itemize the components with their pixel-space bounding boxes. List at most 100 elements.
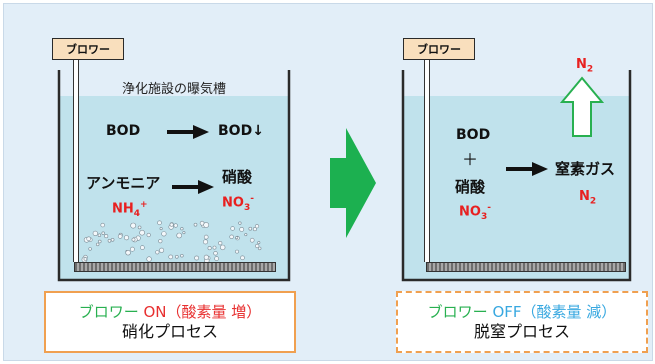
air-bubble	[157, 220, 162, 226]
air-bubble	[110, 237, 115, 242]
air-bubble	[161, 231, 167, 237]
right-no3-formula: NO3-	[459, 204, 491, 222]
left-nh4-sub: 4	[133, 208, 141, 219]
left-tank-walls	[57, 70, 291, 282]
air-bubble	[180, 227, 184, 231]
air-bubble	[125, 249, 131, 256]
left-caption-blower: ブロワー	[78, 302, 139, 321]
air-bubble	[146, 256, 152, 262]
air-bubble	[255, 243, 260, 249]
air-bubble	[218, 241, 223, 246]
air-bubble	[117, 234, 123, 239]
right-caption-blower: ブロワー	[427, 302, 488, 321]
left-caption-note: （酸素量 増）	[166, 302, 262, 321]
air-bubble	[213, 251, 218, 256]
air-bubble	[159, 247, 165, 253]
air-bubble	[193, 222, 198, 227]
left-diffuser-plate	[74, 262, 276, 272]
left-no3-base: NO	[222, 195, 244, 211]
air-bubble	[212, 245, 217, 250]
air-bubble	[252, 227, 257, 232]
air-bubble	[240, 255, 245, 261]
air-bubble	[214, 256, 219, 261]
right-tank-walls	[401, 70, 632, 282]
air-bubble	[97, 233, 102, 237]
air-bubble	[130, 222, 137, 229]
air-bubble	[173, 223, 178, 228]
air-bubble	[257, 241, 261, 245]
right-no3-sub: 3	[480, 211, 488, 222]
air-bubble	[88, 247, 92, 251]
left-blower-box: ブロワー	[52, 38, 124, 60]
left-tank-title: 浄化施設の曝気槽	[122, 82, 227, 97]
right-caption-note: （酸素量 減）	[521, 302, 617, 321]
air-bubble	[194, 255, 199, 261]
air-bubble	[155, 250, 160, 255]
right-plus-sign: ＋	[462, 150, 479, 169]
left-panel: ブロワー 浄化施設の曝気槽 BOD BOD↓ アンモニア NH4+ 硝酸 NO3…	[44, 38, 296, 353]
right-gas-top-sub: 2	[586, 64, 594, 75]
air-bubble	[169, 222, 174, 227]
right-gas-up-arrow	[560, 76, 604, 137]
left-nh4-formula: NH4+	[112, 201, 148, 219]
air-bubble	[244, 233, 248, 237]
air-bubble	[139, 229, 145, 236]
air-bubble	[168, 254, 173, 260]
air-bubble	[146, 232, 151, 238]
air-bubble	[182, 231, 186, 235]
air-bubble	[203, 222, 210, 228]
left-no3-sub: 3	[243, 202, 251, 213]
air-bubble	[104, 234, 109, 239]
air-bubble	[203, 254, 209, 260]
transition-arrow	[330, 128, 376, 238]
right-no3-sup: -	[487, 203, 491, 213]
left-bod-down-label: BOD↓	[218, 123, 264, 139]
left-air-pipe	[73, 58, 79, 262]
air-bubble	[96, 242, 100, 247]
right-nitric-acid-label: 硝酸	[455, 178, 486, 196]
air-bubble	[175, 254, 179, 259]
right-arrow	[506, 162, 548, 176]
air-bubble	[131, 237, 136, 242]
left-no3-formula: NO3-	[222, 195, 254, 213]
air-bubble	[203, 234, 209, 240]
right-nitrogen-gas-label: 窒素ガス	[555, 160, 616, 178]
air-bubble	[92, 230, 98, 236]
left-no3-sup: -	[250, 194, 254, 204]
air-bubble	[239, 226, 245, 232]
right-n2-formula: N2	[579, 190, 596, 207]
left-arrow-1	[167, 125, 209, 139]
left-arrow-2	[172, 180, 214, 194]
air-bubble	[100, 222, 105, 228]
air-bubble	[230, 226, 235, 231]
air-bubble	[180, 253, 184, 258]
air-bubble	[248, 226, 253, 231]
right-diffuser-plate	[426, 262, 626, 272]
air-bubble	[98, 239, 102, 244]
right-caption-process: 脱窒プロセス	[473, 321, 570, 341]
air-bubble	[86, 236, 91, 242]
air-bubble	[130, 246, 135, 252]
left-nitric-acid-label: 硝酸	[222, 168, 253, 186]
left-bubbles	[81, 220, 262, 264]
left-caption-process: 硝化プロセス	[121, 321, 218, 341]
left-bod-label: BOD	[106, 123, 141, 139]
air-bubble	[176, 232, 182, 239]
right-bod-label: BOD	[456, 127, 491, 143]
right-caption-state: OFF	[492, 302, 522, 321]
air-bubble	[249, 237, 255, 243]
left-caption-line1: ブロワー ON（酸素量 増）	[78, 302, 262, 321]
air-bubble	[158, 239, 163, 244]
right-gas-top-formula: N2	[576, 58, 593, 75]
air-bubble	[229, 234, 234, 239]
air-bubble	[258, 246, 262, 251]
right-caption-line1: ブロワー OFF（酸素量 減）	[427, 302, 617, 321]
left-nh4-base: NH	[112, 201, 134, 217]
air-bubble	[235, 249, 239, 254]
right-caption-box: ブロワー OFF（酸素量 減） 脱窒プロセス	[396, 291, 648, 353]
air-bubble	[107, 238, 112, 243]
right-n2-sub: 2	[589, 196, 597, 207]
air-bubble	[83, 257, 88, 261]
